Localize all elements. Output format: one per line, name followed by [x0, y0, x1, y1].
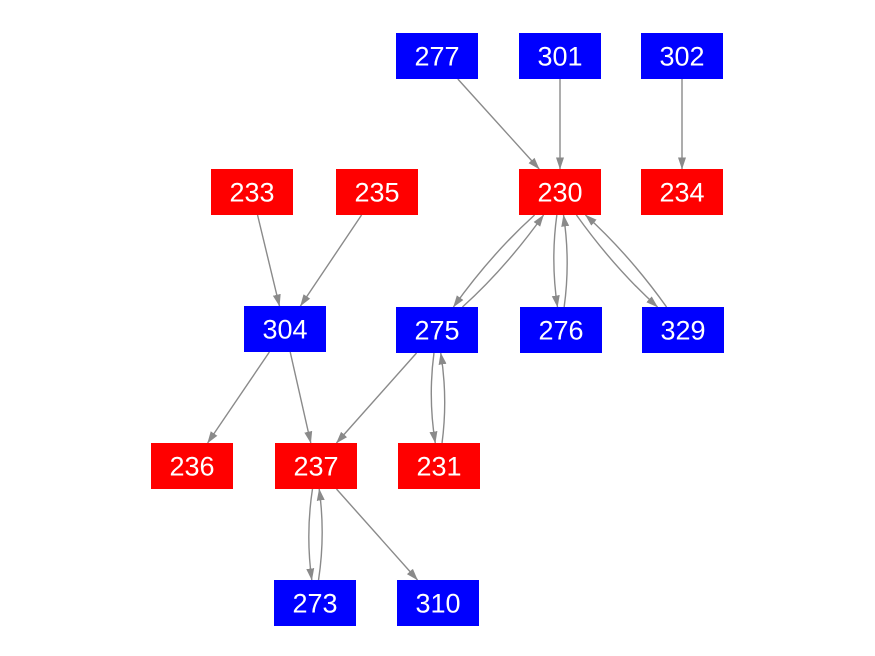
edge-230-to-275	[452, 214, 536, 308]
node-277: 277	[396, 33, 478, 79]
node-276-box	[520, 307, 602, 353]
node-275-box	[396, 307, 478, 353]
edge-231-to-275	[438, 352, 447, 444]
node-230: 230	[519, 169, 601, 215]
node-310-label: 310	[415, 589, 460, 619]
node-235-label: 235	[354, 178, 399, 208]
node-273: 273	[274, 580, 356, 626]
node-277-label: 277	[414, 42, 459, 72]
node-273-box	[274, 580, 356, 626]
edge-275-to-230	[461, 214, 545, 308]
node-230-box	[519, 169, 601, 215]
node-304-box	[244, 306, 326, 352]
node-329-box	[642, 307, 724, 353]
node-304: 304	[244, 306, 326, 352]
node-277-box	[396, 33, 478, 79]
node-302: 302	[641, 33, 723, 79]
node-276: 276	[520, 307, 602, 353]
node-310: 310	[397, 580, 479, 626]
node-230-label: 230	[537, 178, 582, 208]
node-233: 233	[211, 169, 293, 215]
node-231-label: 231	[416, 452, 461, 482]
edge-235-to-304	[299, 214, 363, 307]
node-275-label: 275	[414, 316, 459, 346]
node-234-box	[641, 169, 723, 215]
node-276-label: 276	[538, 316, 583, 346]
node-236-label: 236	[169, 452, 214, 482]
node-234-label: 234	[659, 178, 704, 208]
edge-237-to-310	[335, 488, 419, 581]
node-235: 235	[336, 169, 418, 215]
edge-304-to-237	[289, 351, 313, 444]
edge-304-to-236	[207, 351, 270, 444]
node-235-box	[336, 169, 418, 215]
edge-275-to-231	[429, 352, 438, 444]
node-237-box	[275, 443, 357, 489]
node-302-box	[641, 33, 723, 79]
node-233-label: 233	[229, 178, 274, 208]
node-275: 275	[396, 307, 478, 353]
edge-329-to-230	[584, 214, 668, 308]
node-236-box	[151, 443, 233, 489]
node-329-label: 329	[660, 316, 705, 346]
node-236: 236	[151, 443, 233, 489]
node-234: 234	[641, 169, 723, 215]
edge-277-to-230	[457, 78, 540, 170]
node-302-label: 302	[659, 42, 704, 72]
edge-273-to-237	[316, 488, 325, 581]
node-301: 301	[519, 33, 601, 79]
node-329: 329	[642, 307, 724, 353]
node-301-box	[519, 33, 601, 79]
node-233-box	[211, 169, 293, 215]
edge-233-to-304	[256, 214, 281, 307]
node-304-label: 304	[262, 315, 307, 345]
edge-230-to-329	[575, 214, 659, 308]
node-231-box	[398, 443, 480, 489]
node-237-label: 237	[293, 452, 338, 482]
edge-275-to-237	[335, 352, 418, 444]
edge-276-to-230	[561, 214, 570, 308]
node-301-label: 301	[537, 42, 582, 72]
node-273-label: 273	[292, 589, 337, 619]
edge-237-to-273	[306, 488, 315, 581]
node-310-box	[397, 580, 479, 626]
node-231: 231	[398, 443, 480, 489]
edge-230-to-276	[551, 214, 560, 308]
node-237: 237	[275, 443, 357, 489]
